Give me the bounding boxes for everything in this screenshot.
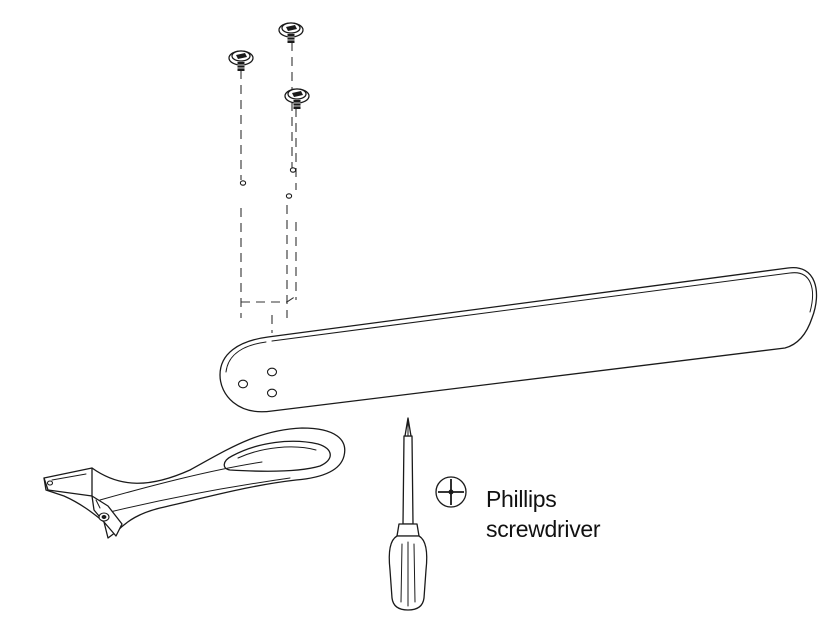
blade-bracket [43, 427, 346, 539]
bracket-hole-markers [239, 167, 297, 199]
screw-icon [228, 50, 254, 71]
phillips-head-icon [435, 476, 467, 508]
tool-label: Phillips screwdriver [486, 484, 601, 544]
screwdriver [388, 417, 428, 611]
screw-icon [278, 22, 304, 43]
alignment-lines [240, 42, 297, 333]
fan-blade [219, 267, 818, 413]
tool-label-line2: screwdriver [486, 516, 601, 542]
screw-icon [284, 88, 310, 109]
tool-label-line1: Phillips [486, 486, 557, 512]
